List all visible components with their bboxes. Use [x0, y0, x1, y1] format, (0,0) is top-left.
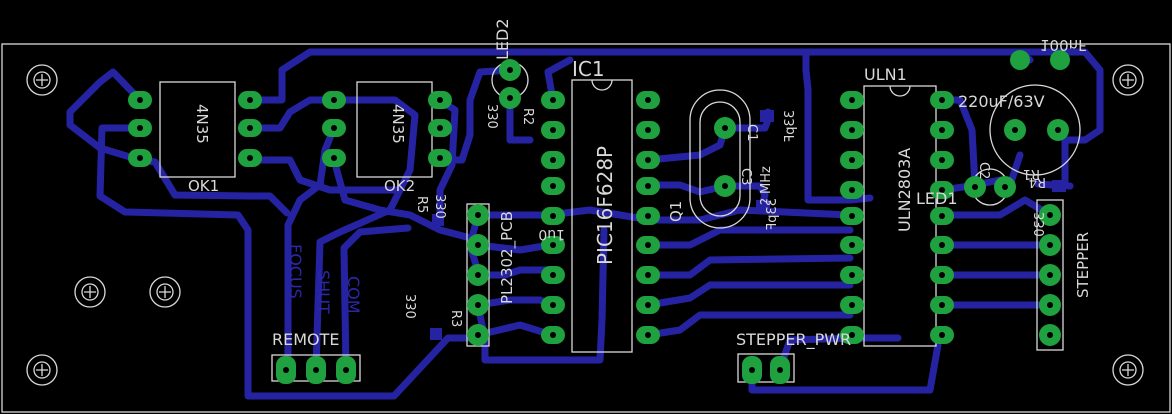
ok2-label: OK2	[384, 177, 415, 195]
ic1-label: IC1	[572, 57, 605, 81]
q1-value: ? MHz	[759, 166, 774, 205]
r1-label: R1	[1023, 166, 1040, 181]
c2-label: C2	[976, 162, 991, 179]
pl2302-label: PL2302_PCB	[498, 211, 517, 304]
c-1u0-label: 1u0	[538, 226, 565, 242]
r2-value: 330	[487, 104, 502, 129]
stepper-label: STEPPER	[1074, 232, 1092, 298]
smd-pads	[430, 110, 1066, 340]
uln1-value: ULN2803A	[895, 148, 914, 232]
ic1-value: PIC16F628P	[593, 146, 617, 265]
stepper-pwr-label: STEPPER_PWR	[736, 330, 851, 350]
bottom-com-label: COM	[344, 276, 363, 314]
uln1-label: ULN1	[864, 65, 907, 84]
q1-label: Q1	[667, 201, 685, 222]
r2-label: R2	[520, 108, 535, 125]
r4-label: R4	[1029, 174, 1046, 189]
cap-100nf-label: 100nF	[1040, 36, 1087, 54]
ok1-value: 4N35	[193, 104, 211, 144]
ok2-value: 4N35	[389, 104, 407, 144]
r3-value: 330	[405, 294, 420, 319]
c3-label: C3	[738, 168, 753, 185]
remote-label: REMOTE	[272, 330, 340, 349]
r5-value: 330	[435, 194, 450, 219]
led1-label: LED1	[916, 189, 958, 208]
c1-label: C1	[744, 124, 759, 141]
cap-220uf-label: 220uF/63V	[958, 92, 1045, 111]
r5-label: R5	[414, 196, 429, 213]
drill-holes	[137, 67, 1061, 373]
led2-label: LED2	[493, 18, 512, 60]
r4-value: 330	[1033, 212, 1048, 237]
c3-value: 33pF	[765, 198, 780, 230]
ok1-label: OK1	[188, 177, 219, 195]
mounting-holes	[26, 64, 1144, 386]
board-outline	[1, 43, 1171, 413]
r3-label: R3	[448, 310, 463, 327]
bottom-focus-label: FOCUS	[286, 244, 305, 299]
bottom-shut-label: SHUT	[314, 270, 333, 314]
c1-value: 33pF	[783, 110, 798, 142]
